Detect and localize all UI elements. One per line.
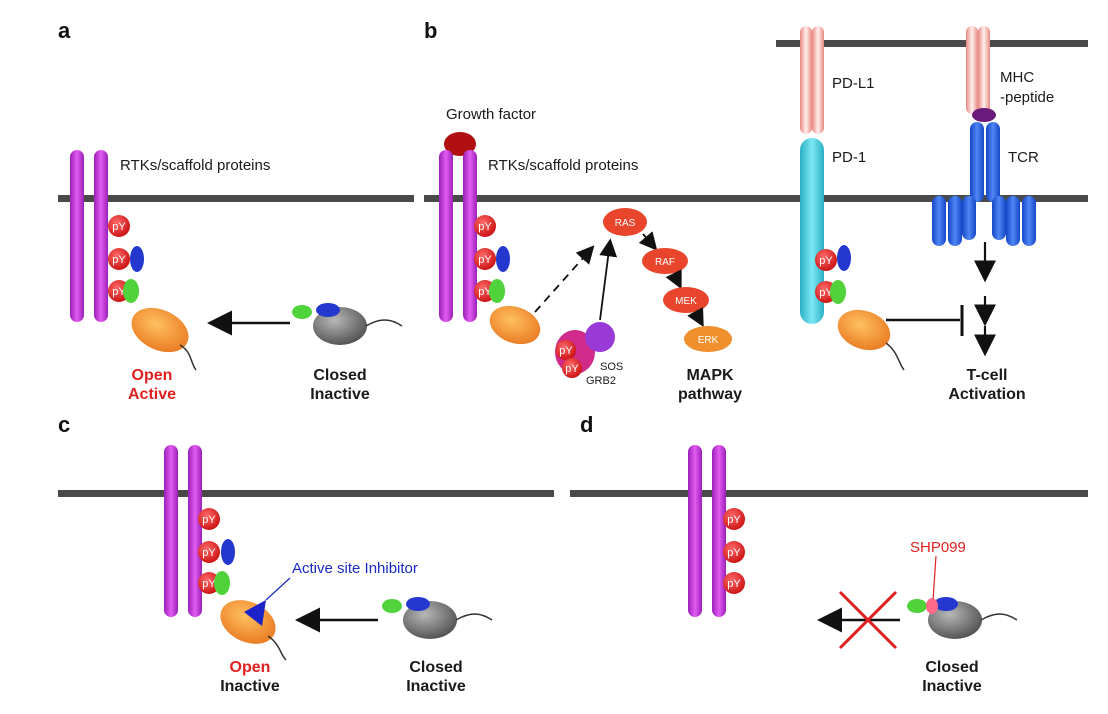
arrow-ras-to-raf xyxy=(638,231,658,251)
pd-l1 xyxy=(800,26,824,134)
shp2-open-c xyxy=(214,539,287,661)
panel-b: Growth factor RTKs/scaffold proteins pY … xyxy=(439,106,742,403)
arrow-sos-to-ras xyxy=(599,238,618,321)
state-inactive-d: Inactive xyxy=(922,678,982,695)
arrow-shp2-to-ras xyxy=(534,245,595,313)
py-label: pY xyxy=(202,578,216,590)
py-label: pY xyxy=(202,514,216,526)
svg-text:ERK: ERK xyxy=(698,335,719,346)
shp099-allosteric-icon xyxy=(926,598,938,614)
growth-factor xyxy=(444,132,476,156)
svg-text:MEK: MEK xyxy=(675,296,697,307)
inhibitor-leader-line xyxy=(265,577,291,601)
grb2-label: GRB2 xyxy=(586,375,616,387)
shp099-leader-line xyxy=(932,555,937,601)
py-label: pY xyxy=(478,286,492,298)
receptor-label-b: RTKs/scaffold proteins xyxy=(488,157,638,174)
py-label: pY xyxy=(112,254,126,266)
membrane-c xyxy=(58,490,554,497)
tcell-outcome-line2: Activation xyxy=(948,386,1025,403)
shp2-closed-d xyxy=(907,597,1018,639)
pd1-label: PD-1 xyxy=(832,149,866,166)
tcr xyxy=(932,122,1036,246)
py-label: pY xyxy=(727,514,741,526)
growth-factor-label: Growth factor xyxy=(446,106,536,123)
state-closed-d: Closed xyxy=(925,659,978,676)
tcell-outcome-line1: T-cell xyxy=(967,367,1008,384)
py-label: pY xyxy=(727,578,741,590)
rtk-receptor-d xyxy=(688,445,726,617)
py-label: pY xyxy=(727,547,741,559)
py-label: pY xyxy=(559,345,573,357)
svg-text:RAF: RAF xyxy=(655,257,675,268)
state-open-c: Open xyxy=(230,659,271,676)
mhc-label-line1: MHC xyxy=(1000,69,1034,86)
panel-c: pY pY pY Active site Inhibitor Open Inac… xyxy=(164,445,493,695)
panel-label-a: a xyxy=(58,18,71,43)
arrow-mek-to-erk xyxy=(687,307,704,328)
py-label: pY xyxy=(819,287,833,299)
shp2-closed-c xyxy=(382,597,493,639)
membrane-d xyxy=(570,490,1088,497)
shp2-open-b xyxy=(489,246,541,345)
panel-label-b: b xyxy=(424,18,437,43)
panel-label-c: c xyxy=(58,412,70,437)
py-sites-c: pY pY pY xyxy=(198,508,220,594)
erk-node: ERK xyxy=(684,326,732,352)
ras-node: RAS xyxy=(603,208,647,236)
state-inactive-a: Inactive xyxy=(310,386,370,403)
receptor-label-a: RTKs/scaffold proteins xyxy=(120,157,270,174)
py-label: pY xyxy=(819,255,833,267)
rtk-receptor-c xyxy=(164,445,202,617)
shp2-open-a xyxy=(123,246,197,371)
py-label: pY xyxy=(112,286,126,298)
mhc-peptide xyxy=(966,26,996,122)
shp2-open-tcell xyxy=(830,245,905,371)
panel-a: RTKs/scaffold proteins pY pY pY Open Act… xyxy=(70,150,403,403)
py-label: pY xyxy=(478,221,492,233)
membrane-apc xyxy=(776,40,1088,47)
pd-1 xyxy=(800,138,824,324)
tcr-label: TCR xyxy=(1008,149,1039,166)
state-inactive-c2: Inactive xyxy=(406,678,466,695)
mek-node: MEK xyxy=(663,287,709,313)
panel-label-d: d xyxy=(580,412,593,437)
blocked-cross-icon xyxy=(838,590,898,650)
rtk-receptor-a xyxy=(70,150,108,322)
membrane-a xyxy=(58,195,414,202)
pathway-line2: pathway xyxy=(678,386,742,403)
py-label: pY xyxy=(565,363,579,375)
grb2-sos-complex: pY pY SOS GRB2 xyxy=(555,322,623,387)
state-closed-a: Closed xyxy=(313,367,366,384)
arrow-raf-to-mek xyxy=(665,269,682,290)
pdl1-label: PD-L1 xyxy=(832,75,875,92)
state-closed-c: Closed xyxy=(409,659,462,676)
pathway-line1: MAPK xyxy=(686,367,734,384)
rtk-receptor-b xyxy=(439,150,477,322)
py-label: pY xyxy=(478,254,492,266)
mhc-label-line2: -peptide xyxy=(1000,89,1054,106)
py-label: pY xyxy=(112,221,126,233)
sos-label: SOS xyxy=(600,361,623,373)
state-inactive-c: Inactive xyxy=(220,678,280,695)
panel-d: pY pY pY SHP099 Closed Inactive xyxy=(688,445,1018,695)
raf-node: RAF xyxy=(642,248,688,274)
svg-text:RAS: RAS xyxy=(615,218,636,229)
active-site-inhibitor-icon xyxy=(244,600,266,626)
py-label: pY xyxy=(202,547,216,559)
shp099-label: SHP099 xyxy=(910,539,966,556)
panel-b-tcell: PD-L1 PD-1 pY pY MHC -peptide xyxy=(800,26,1054,403)
state-active-a: Active xyxy=(128,386,176,403)
membrane-b xyxy=(424,195,1088,202)
py-sites-d: pY pY pY xyxy=(723,508,745,594)
inhibitor-label-c: Active site Inhibitor xyxy=(292,560,418,577)
state-open-a: Open xyxy=(132,367,173,384)
shp2-closed-a xyxy=(292,303,403,345)
